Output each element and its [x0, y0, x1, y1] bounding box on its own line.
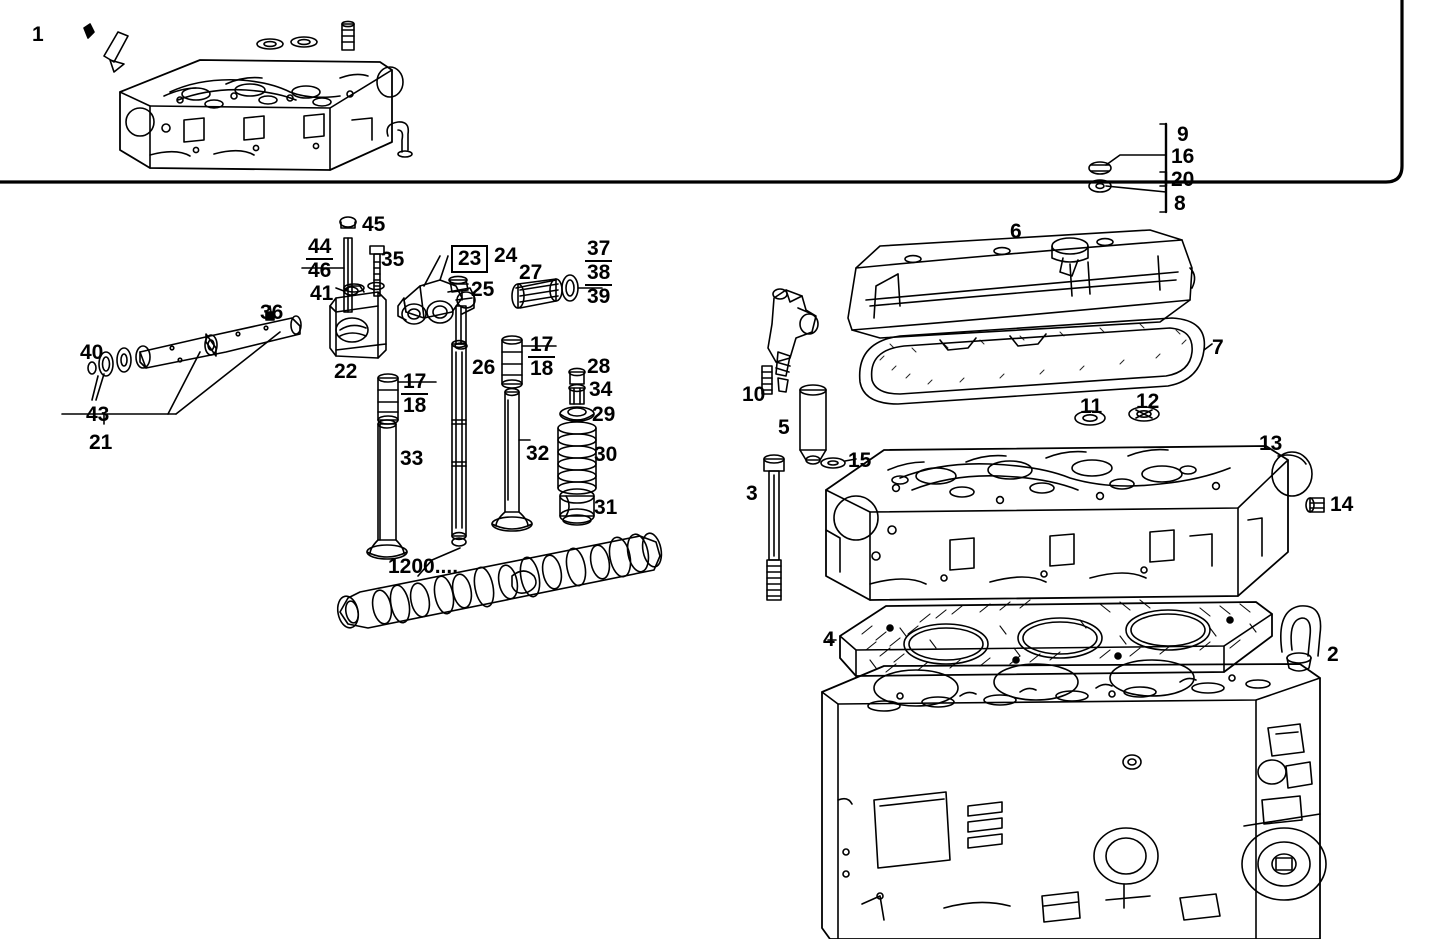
exhaust-valve-32 — [491, 387, 533, 532]
label-part-11: 11 — [1080, 395, 1103, 418]
label-part-28: 28 — [587, 355, 611, 378]
fraction-numerator-17: 17 — [401, 370, 429, 395]
label-part-6: 6 — [1010, 220, 1022, 243]
screw-plug-14 — [1305, 497, 1325, 513]
intake-valve-33 — [366, 419, 408, 560]
inset-border — [0, 0, 1404, 184]
fraction-value-39: 39 — [587, 285, 611, 308]
valve-cover-gasket-7 — [858, 317, 1213, 405]
label-part-34: 34 — [589, 378, 613, 401]
label-part-15: 15 — [848, 449, 872, 472]
label-part-8: 8 — [1174, 192, 1186, 215]
fraction-denominator-18: 18 — [403, 394, 427, 417]
label-part-41: 41 — [310, 282, 334, 305]
label-part-23-boxed: 23 — [451, 245, 489, 273]
label-part-3: 3 — [746, 482, 758, 505]
stud-44-46 — [301, 216, 357, 313]
label-part-45: 45 — [362, 213, 386, 236]
spring-coils — [557, 421, 597, 495]
label-part-13: 13 — [1259, 432, 1283, 455]
rocker-arm-assembly — [397, 255, 476, 350]
fraction-value-38: 38 — [585, 261, 613, 286]
label-camshaft-reference: 1200.... — [388, 555, 459, 578]
head-bolt-3 — [763, 454, 785, 601]
valve-spring-pack — [557, 367, 597, 526]
label-part-35: 35 — [381, 248, 405, 271]
label-part-31: 31 — [594, 496, 618, 519]
label-part-5: 5 — [778, 416, 790, 439]
engine-block — [821, 659, 1327, 939]
label-part-12: 12 — [1136, 390, 1160, 413]
fraction-numerator-17: 17 — [528, 333, 556, 358]
label-part-9: 9 — [1177, 123, 1189, 146]
washers-11-12 — [1074, 406, 1160, 426]
label-part-27: 27 — [519, 261, 543, 284]
label-part-43: 43 — [86, 403, 110, 426]
label-part-22: 22 — [334, 360, 358, 383]
label-fraction-44-46: 44 46 — [306, 235, 334, 282]
label-part-25: 25 — [471, 278, 495, 301]
rocker-shaft-assembly — [61, 305, 302, 425]
label-part-14: 14 — [1330, 493, 1354, 516]
valve-guide-a — [377, 373, 437, 425]
label-part-24: 24 — [494, 244, 518, 267]
fraction-denominator-18: 18 — [530, 357, 554, 380]
label-part-1: 1 — [32, 23, 44, 46]
label-part-10: 10 — [742, 383, 766, 406]
rocker-bracket-22 — [329, 281, 387, 359]
label-part-16: 16 — [1171, 145, 1195, 168]
valve-cover-6 — [847, 229, 1196, 339]
pushrod-center — [451, 339, 467, 547]
label-part-29: 29 — [592, 403, 616, 426]
label-part-7: 7 — [1212, 336, 1224, 359]
camshaft — [336, 532, 663, 629]
label-fraction-17-18-a: 17 18 — [401, 370, 429, 417]
breather-tube-2 — [1280, 605, 1322, 672]
label-fraction-37-38-39: 37 38 39 — [585, 237, 613, 308]
fastener-brackets-right — [1088, 122, 1168, 214]
inset-cylinder-head — [119, 59, 393, 171]
head-gasket-4 — [827, 599, 1273, 677]
label-part-32: 32 — [526, 442, 550, 465]
pin-41 — [335, 286, 359, 296]
label-part-40: 40 — [80, 341, 104, 364]
bolt-35 — [369, 245, 385, 297]
cam-lobes — [371, 532, 663, 625]
injector-assembly — [761, 288, 857, 469]
inset-loose-parts — [83, 20, 413, 158]
welch-plug-13 — [1271, 451, 1313, 497]
fraction-value-37: 37 — [585, 237, 613, 262]
label-part-36: 36 — [260, 301, 284, 324]
fraction-denominator-46: 46 — [308, 259, 332, 282]
label-part-4: 4 — [823, 628, 835, 651]
label-fraction-17-18-b: 17 18 — [528, 333, 556, 380]
label-part-26: 26 — [472, 356, 496, 379]
label-part-20: 20 — [1171, 168, 1195, 191]
label-part-2: 2 — [1327, 643, 1339, 666]
cylinder-head-main — [825, 445, 1289, 601]
label-part-30: 30 — [594, 443, 618, 466]
spring-27 — [511, 274, 603, 309]
label-part-33: 33 — [400, 447, 424, 470]
label-part-21: 21 — [89, 431, 113, 454]
fraction-numerator-44: 44 — [306, 235, 334, 260]
